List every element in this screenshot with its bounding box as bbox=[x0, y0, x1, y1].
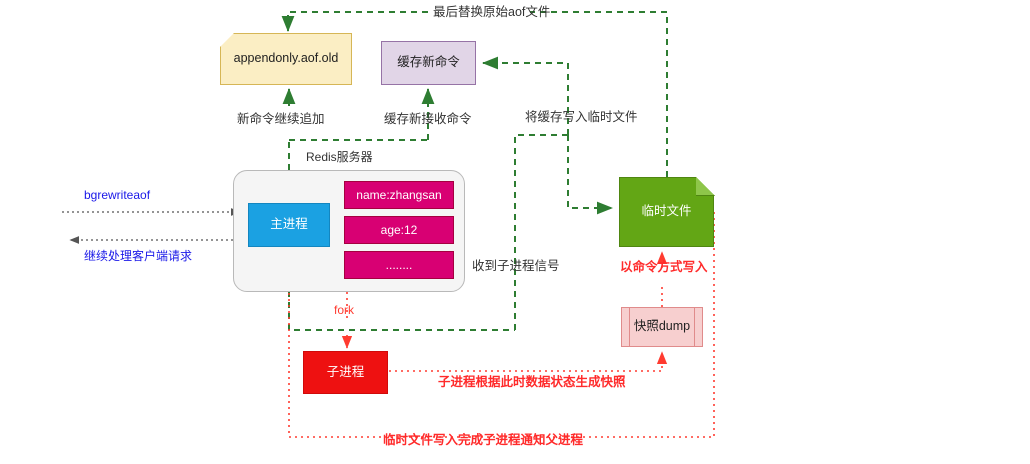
node-child-process[interactable]: 子进程 bbox=[303, 351, 388, 394]
label-notify-parent: 临时文件写入完成子进程通知父进程 bbox=[383, 433, 584, 447]
label-fork: fork bbox=[334, 303, 355, 317]
label-received-child-signal: 收到子进程信号 bbox=[472, 259, 560, 273]
label-cache-received-cmd: 缓存新接收命令 bbox=[384, 112, 472, 126]
node-kv-age[interactable]: age:12 bbox=[344, 216, 454, 244]
edge-cache-received-cmd bbox=[289, 88, 435, 141]
label-continue-client-requests: 继续处理客户端请求 bbox=[84, 249, 193, 263]
node-child-process-label: 子进程 bbox=[326, 364, 365, 379]
node-snapshot-dump-label: 快照dump bbox=[633, 319, 691, 334]
node-snapshot-dump[interactable]: 快照dump bbox=[621, 307, 703, 347]
label-child-snapshot: 子进程根据此时数据状态生成快照 bbox=[438, 375, 626, 389]
node-kv-name[interactable]: name:zhangsan bbox=[344, 181, 454, 209]
label-redis-server: Redis服务器 bbox=[306, 150, 373, 164]
edge-child-snapshot bbox=[389, 351, 668, 372]
label-replace-original: 最后替换原始aof文件 bbox=[433, 5, 551, 19]
label-write-by-command: 以命令方式写入 bbox=[620, 260, 708, 274]
edge-write-cache-to-temp bbox=[567, 135, 613, 215]
edge-replace-original bbox=[281, 11, 668, 177]
label-append-new-cmd: 新命令继续追加 bbox=[237, 112, 325, 126]
node-kv-more-label: ........ bbox=[385, 257, 413, 272]
node-appendonly-aof-old-label: appendonly.aof.old bbox=[233, 51, 339, 66]
node-main-process-label: 主进程 bbox=[270, 217, 308, 232]
node-kv-more[interactable]: ........ bbox=[344, 251, 454, 279]
node-appendonly-aof-old[interactable]: appendonly.aof.old bbox=[220, 33, 352, 85]
node-kv-name-label: name:zhangsan bbox=[356, 187, 442, 202]
label-write-cache-to-temp: 将缓存写入临时文件 bbox=[525, 110, 638, 124]
node-kv-age-label: age:12 bbox=[380, 222, 418, 237]
label-bgrewriteaof: bgrewriteaof bbox=[84, 188, 151, 202]
node-main-process[interactable]: 主进程 bbox=[248, 203, 330, 247]
node-cache-new-command-label: 缓存新命令 bbox=[397, 55, 460, 70]
edge-received-child-signal bbox=[482, 56, 569, 330]
node-cache-new-command[interactable]: 缓存新命令 bbox=[381, 41, 476, 85]
node-temp-file-label: 临时文件 bbox=[641, 204, 692, 219]
